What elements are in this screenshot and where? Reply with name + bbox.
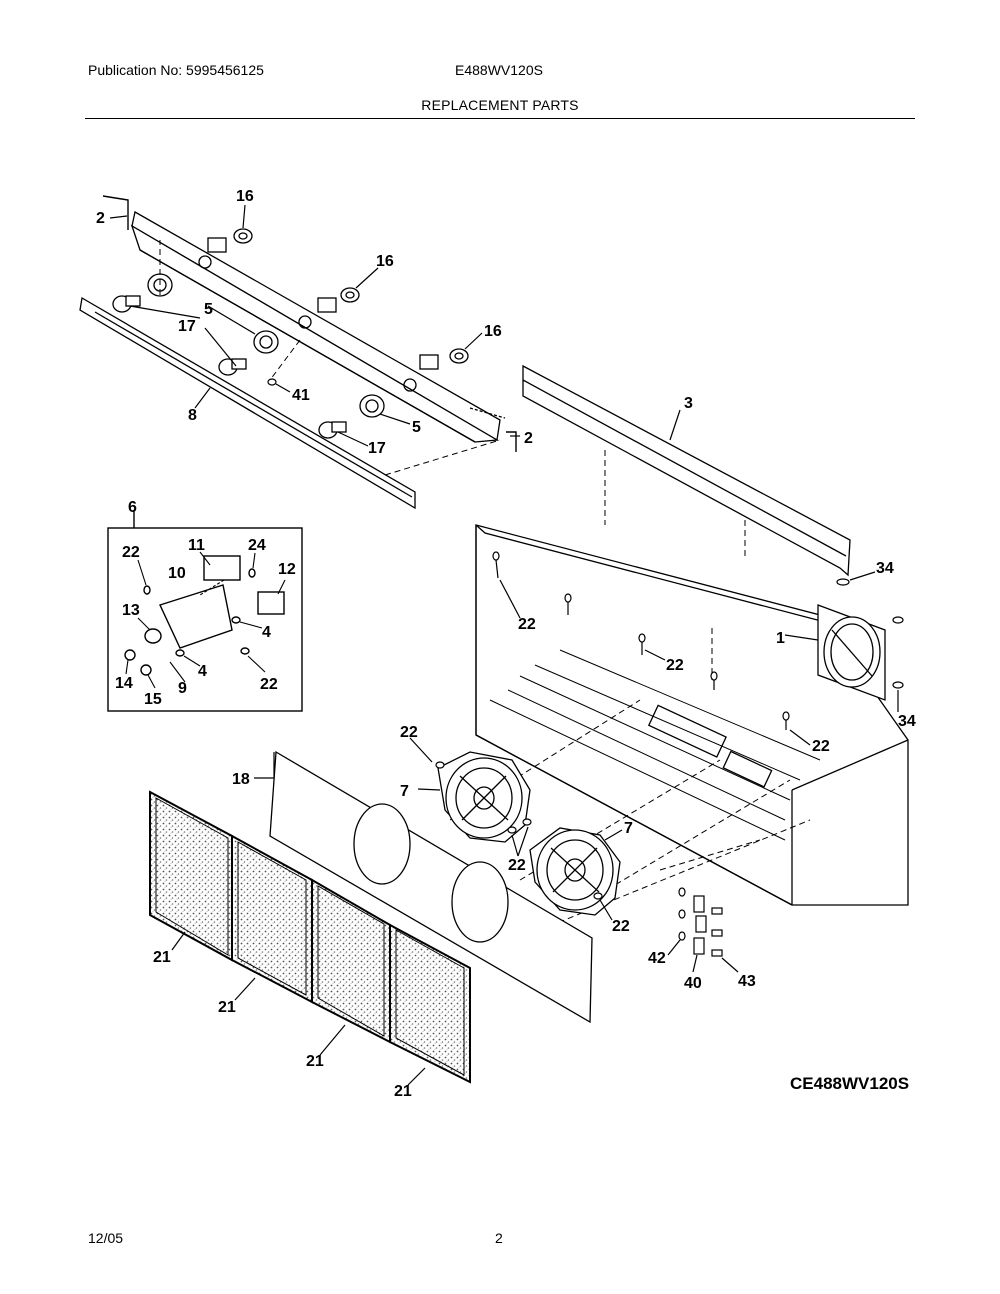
callout-21: 21 <box>306 1053 324 1070</box>
model-number: E488WV120S <box>455 62 543 78</box>
callout-40: 40 <box>684 975 702 992</box>
callout-11: 11 <box>188 537 205 554</box>
callout-34: 34 <box>898 713 916 730</box>
knob-16 <box>233 228 469 364</box>
callout-5: 5 <box>204 301 213 318</box>
callout-22: 22 <box>666 657 684 674</box>
callout-15: 15 <box>144 691 162 708</box>
bezel-5 <box>147 273 385 418</box>
callout-17: 17 <box>368 440 386 457</box>
callout-13: 13 <box>122 602 140 619</box>
leader-lines-body <box>499 409 899 746</box>
callout-22: 22 <box>518 616 536 633</box>
callout-22: 22 <box>400 724 418 741</box>
page-number: 2 <box>495 1230 503 1246</box>
baffle-panel-18 <box>269 750 593 1024</box>
callout-18: 18 <box>232 771 250 788</box>
callout-43: 43 <box>738 973 756 990</box>
hinge-hardware <box>678 887 723 957</box>
callout-4: 4 <box>262 624 271 641</box>
screws-22-34 <box>492 551 904 730</box>
publication-number: Publication No: 5995456125 <box>88 62 264 78</box>
leader-lines-top <box>109 204 520 447</box>
damper-ring-1 <box>817 604 886 701</box>
filler-strip-3 <box>522 364 851 577</box>
leader-18 <box>254 752 275 779</box>
callout-2: 2 <box>524 430 533 447</box>
bracket-2 <box>102 195 517 452</box>
header-rule <box>85 118 915 119</box>
callout-14: 14 <box>115 675 133 692</box>
callout-16: 16 <box>236 188 254 205</box>
trim-strip <box>79 296 416 510</box>
callout-41: 41 <box>292 387 310 404</box>
leader-lines-hardware <box>667 939 739 973</box>
callout-24: 24 <box>248 537 266 554</box>
callout-42: 42 <box>648 950 666 967</box>
control-knob-17 <box>112 295 347 439</box>
callout-1: 1 <box>776 630 785 647</box>
diagram-code: CE488WV120S <box>790 1074 910 1093</box>
callout-22: 22 <box>508 857 526 874</box>
callout-21: 21 <box>218 999 236 1016</box>
callout-6: 6 <box>128 499 137 516</box>
hood-body <box>475 524 909 906</box>
dashed-guides-top <box>159 240 501 476</box>
callout-16: 16 <box>484 323 502 340</box>
dashed-guides-body <box>449 450 811 931</box>
leader-lines-filters <box>171 931 426 1086</box>
motor-screws <box>435 761 603 900</box>
callout-22: 22 <box>812 738 830 755</box>
callout-22: 22 <box>260 676 278 693</box>
callout-21: 21 <box>394 1083 412 1100</box>
callout-8: 8 <box>188 407 197 424</box>
leader-lines-motors <box>409 737 623 921</box>
footer-date: 12/05 <box>88 1230 124 1246</box>
control-panel-assembly <box>130 210 506 443</box>
callout-12: 12 <box>278 561 296 578</box>
callout-7: 7 <box>624 820 633 837</box>
callout-34: 34 <box>876 560 894 577</box>
grease-filters-21 <box>149 790 471 1084</box>
callout-17: 17 <box>178 318 196 335</box>
callout-10: 10 <box>168 565 186 582</box>
page-title: REPLACEMENT PARTS <box>421 97 579 113</box>
blower-motor-7 <box>437 751 621 916</box>
callout-16: 16 <box>376 253 394 270</box>
callout-21: 21 <box>153 949 171 966</box>
callout-22: 22 <box>122 544 140 561</box>
screw-41 <box>267 378 277 386</box>
callout-3: 3 <box>684 395 693 412</box>
callout-9: 9 <box>178 680 187 697</box>
callout-5: 5 <box>412 419 421 436</box>
light-box-inset-6 <box>107 510 303 712</box>
callout-22: 22 <box>612 918 630 935</box>
callout-2: 2 <box>96 210 105 227</box>
callout-4: 4 <box>198 663 207 680</box>
leader-lines-inset <box>125 551 286 689</box>
callout-labels: 16 16 16 2 2 5 5 17 17 8 41 3 6 22 11 24… <box>96 188 916 1100</box>
callout-7: 7 <box>400 783 409 800</box>
